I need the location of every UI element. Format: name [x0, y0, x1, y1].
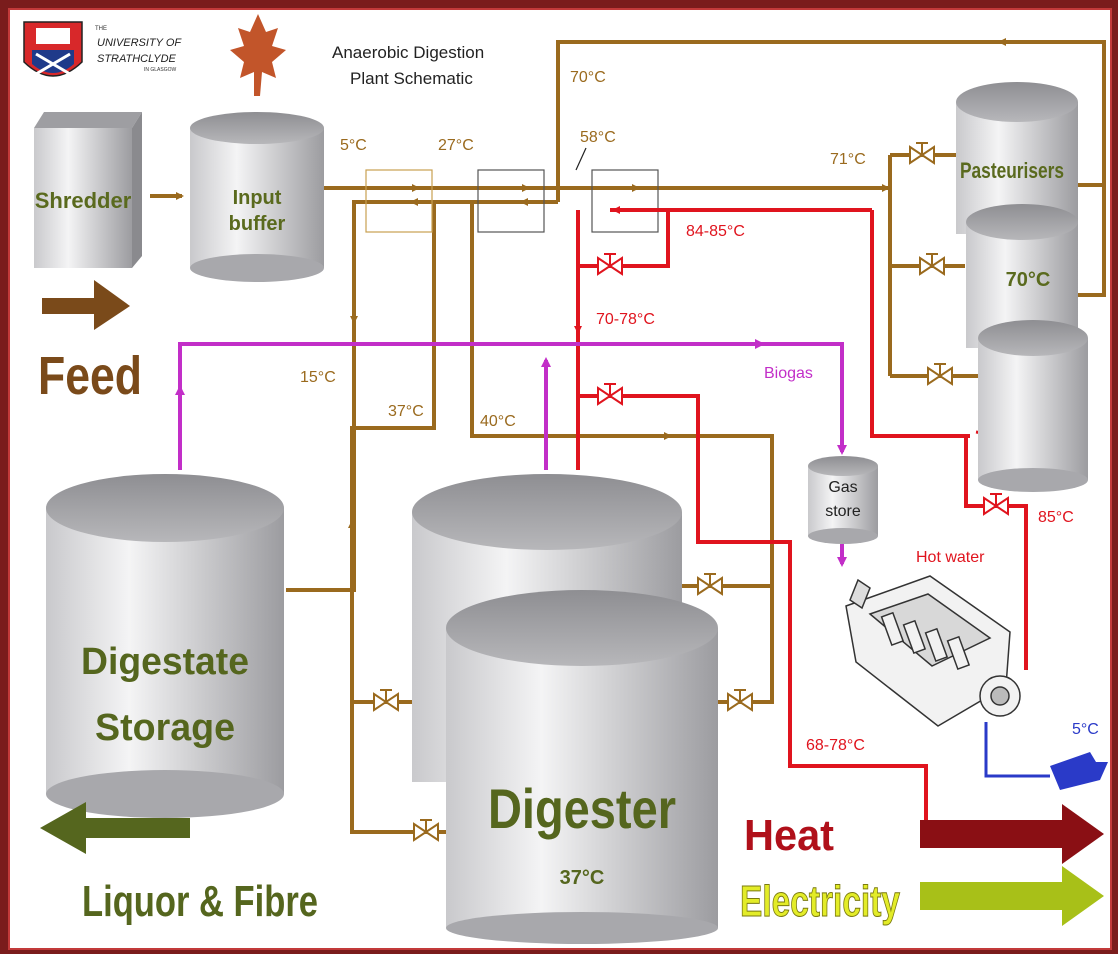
biogas-pipe-network [175, 339, 847, 567]
pipe-biogas-main [178, 342, 844, 470]
valve-icon [927, 363, 953, 386]
pipe-return-2 [1078, 185, 1106, 297]
gas-store-label-1: Gas [828, 479, 857, 496]
university-crest-icon [23, 21, 83, 77]
feed-legend: Feed [38, 346, 142, 406]
digester-label: Digester [488, 777, 676, 840]
diagram-frame: THE UNIVERSITY OF STRATHCLYDE IN GLASGOW… [8, 8, 1112, 950]
buffer-label-2: buffer [229, 213, 286, 235]
valve-icon [597, 253, 623, 276]
hot-water-label: Hot water [916, 549, 985, 566]
temp-5c: 5°C [340, 137, 367, 154]
valve-icon [727, 689, 753, 712]
cold-water-arrow-icon [1050, 752, 1108, 790]
pipe-to-digestate [286, 200, 558, 592]
gas-store-label-2: store [825, 503, 861, 520]
valve-icon [413, 819, 439, 842]
valves [373, 142, 1009, 842]
temp-68-78c: 68-78°C [806, 737, 865, 754]
input-buffer-tank [190, 112, 324, 282]
pasteurisers-label: Pasteurisers [960, 158, 1064, 183]
pipe-37c-loop [350, 202, 450, 834]
pointer-line [575, 147, 587, 171]
feed-arrow-icon [42, 280, 130, 330]
temp-85c: 85°C [1038, 509, 1074, 526]
univ-line1: THE [95, 26, 107, 32]
digestate-storage-tank [46, 474, 284, 818]
maple-leaf-icon [230, 14, 286, 96]
cold-water-pipe [984, 722, 1050, 778]
shredder-box [34, 112, 142, 268]
liquor-legend: Liquor & Fibre [82, 877, 318, 926]
heat-exchanger-1 [365, 169, 433, 233]
schematic-canvas: THE UNIVERSITY OF STRATHCLYDE IN GLASGOW… [23, 14, 1108, 944]
valve-icon [983, 493, 1009, 516]
valve-icon [919, 253, 945, 276]
univ-line2: UNIVERSITY OF [97, 37, 182, 49]
pipe-return-70c [556, 40, 1106, 202]
heat-exchanger-2 [477, 169, 545, 233]
digestate-label-1: Digestate [81, 641, 249, 683]
valve-icon [373, 689, 399, 712]
temp-27c: 27°C [438, 137, 474, 154]
temp-15c: 15°C [300, 369, 336, 386]
pasteuriser-temp: 70°C [1006, 269, 1051, 291]
electricity-arrow-icon [920, 866, 1104, 926]
brown-pipe-network [150, 38, 1106, 834]
temp-58c: 58°C [580, 129, 616, 146]
temp-70-78c: 70-78°C [596, 311, 655, 328]
heat-exchangers [365, 169, 659, 233]
digestate-label-2: Storage [95, 707, 235, 749]
temp-37c: 37°C [388, 403, 424, 420]
digester-temp: 37°C [560, 867, 605, 889]
electricity-legend: Electricity [740, 877, 900, 926]
valve-icon [697, 573, 723, 596]
red-pipe-network [574, 206, 1028, 846]
valve-icon [909, 142, 935, 165]
heat-legend: Heat [744, 811, 834, 860]
pipe-hot-to-past [870, 210, 970, 438]
pasteuriser-tank-3 [978, 320, 1088, 492]
temp-84-85c: 84-85°C [686, 223, 745, 240]
temperature-labels: 5°C 27°C 58°C 70°C 71°C 15°C 37°C 40°C [300, 69, 866, 430]
univ-line4: IN GLASGOW [144, 67, 177, 73]
shredder-label: Shredder [35, 188, 132, 213]
hot-temperature-labels: 84-85°C 70-78°C 85°C 68-78°C Hot water [596, 223, 1074, 754]
engine-generator-icon [845, 575, 1021, 727]
title-line1: Anaerobic Digestion [332, 43, 484, 62]
liquor-arrow-icon [40, 802, 190, 854]
pipe-40c-loop [470, 202, 774, 704]
heat-exchanger-3 [591, 169, 659, 233]
biogas-label: Biogas [764, 365, 813, 382]
buffer-label-1: Input [233, 187, 282, 209]
gas-store-tank [808, 456, 878, 544]
cold-water-temp: 5°C [1072, 721, 1099, 738]
temp-70c-top: 70°C [570, 69, 606, 86]
temp-71c: 71°C [830, 151, 866, 168]
heat-arrow-icon [920, 804, 1104, 864]
valve-icon [597, 383, 623, 406]
univ-line3: STRATHCLYDE [97, 53, 177, 65]
title-line2: Plant Schematic [350, 69, 473, 88]
pipe-hot-return [578, 394, 928, 846]
digester-front-tank [446, 590, 718, 944]
temp-40c: 40°C [480, 413, 516, 430]
